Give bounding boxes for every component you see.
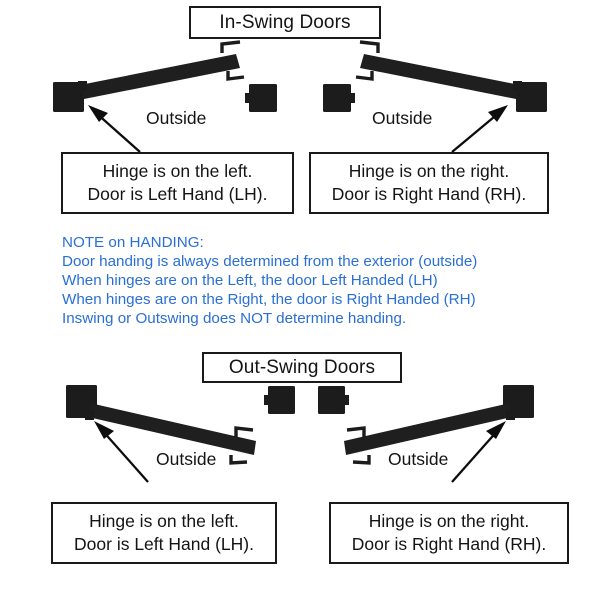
caption-line-2: Door is Right Hand (RH). (331, 184, 527, 204)
door-handle-latch-icon (226, 71, 245, 81)
strike-plate-nub (264, 395, 269, 405)
inswing-left-caption-box: Hinge is on the left. Door is Left Hand … (61, 152, 294, 214)
hinge-pointer-line (94, 111, 141, 153)
inswing-right-caption-box: Hinge is on the right. Door is Right Han… (309, 152, 549, 214)
hinge-pivot (506, 410, 515, 420)
outswing-title-text: Out-Swing Doors (228, 356, 376, 378)
outside-text: Outside (146, 108, 207, 128)
inswing-right-door (323, 40, 547, 153)
door-handle-icon (234, 426, 254, 437)
hinge-jamb-block (53, 82, 84, 112)
door-leaf (344, 403, 512, 455)
hinge-pointer-arrowhead (486, 421, 506, 439)
strike-plate-nub (245, 93, 250, 103)
hinge-pointer-arrowhead (488, 105, 508, 122)
note-line-3: When hinges are on the Right, the door i… (62, 291, 476, 309)
outswing-left-outside-label: Outside (156, 449, 216, 470)
strike-plate-nub (344, 395, 349, 405)
hinge-pivot (85, 410, 94, 420)
strike-jamb-block (249, 84, 277, 112)
note-line-4: Inswing or Outswing does NOT determine h… (62, 310, 407, 328)
door-handle-latch-icon (355, 71, 374, 81)
strike-plate-nub (350, 93, 355, 103)
hinge-pointer-line (451, 111, 501, 153)
strike-jamb-block (323, 84, 351, 112)
caption-line-2: Door is Right Hand (RH). (351, 534, 547, 554)
caption-line-1: Hinge is on the left. (89, 510, 239, 531)
inswing-right-outside-label: Outside (372, 108, 432, 129)
outswing-title-box: Out-Swing Doors (202, 352, 402, 383)
inswing-title-text: In-Swing Doors (219, 11, 351, 33)
hinge-jamb-block (66, 385, 97, 418)
caption-line-2: Door is Left Hand (LH). (74, 534, 254, 554)
hinge-pivot (78, 81, 87, 91)
outside-text: Outside (388, 449, 449, 469)
hinge-pointer-arrowhead (94, 421, 114, 439)
strike-jamb-block (318, 386, 345, 414)
hinge-jamb-block (503, 385, 534, 418)
door-handle-icon (220, 40, 241, 53)
inswing-title-box: In-Swing Doors (189, 6, 381, 39)
outswing-right-caption-box: Hinge is on the right. Door is Right Han… (329, 502, 569, 564)
caption-line-1: Hinge is on the right. (348, 160, 510, 181)
door-leaf (360, 54, 520, 99)
inswing-left-door (53, 40, 277, 153)
inswing-left-outside-label: Outside (146, 108, 206, 129)
caption-line-1: Hinge is on the left. (102, 160, 253, 181)
hinge-pointer-arrowhead (88, 105, 108, 122)
door-leaf (88, 403, 256, 455)
door-handle-latch-icon (229, 455, 248, 465)
door-handle-icon (346, 426, 366, 437)
note-line-2: When hinges are on the Left, the door Le… (62, 272, 438, 290)
door-handle-icon (359, 40, 380, 53)
outswing-right-outside-label: Outside (388, 449, 448, 470)
outside-text: Outside (156, 449, 217, 469)
caption-line-1: Hinge is on the right. (368, 510, 530, 531)
caption-line-2: Door is Left Hand (LH). (87, 184, 268, 204)
note-line-1: Door handing is always determined from t… (62, 253, 478, 271)
outswing-left-caption-box: Hinge is on the left. Door is Left Hand … (51, 502, 277, 564)
note-heading: NOTE on HANDING: (62, 234, 204, 251)
hinge-pointer-line (100, 428, 149, 483)
outside-text: Outside (372, 108, 433, 128)
hinge-pivot (513, 81, 522, 91)
handing-note-block: NOTE on HANDING: Door handing is always … (62, 233, 477, 328)
hinge-jamb-block (516, 82, 547, 112)
hinge-pointer-line (451, 428, 500, 483)
door-leaf (80, 54, 240, 99)
strike-jamb-block (268, 386, 295, 414)
door-handle-latch-icon (352, 455, 371, 465)
